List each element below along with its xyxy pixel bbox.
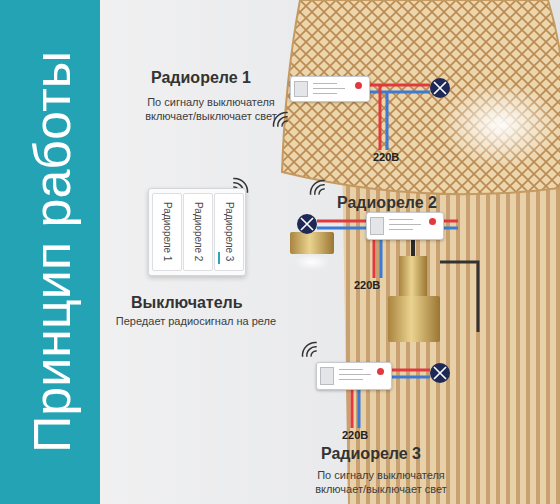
wall-light <box>290 232 334 254</box>
voltage-label: 220В <box>354 279 380 291</box>
key-indicator <box>218 252 220 264</box>
print-line <box>389 219 413 220</box>
live-wire <box>317 220 370 223</box>
neutral-wire <box>386 92 389 150</box>
wave-arc <box>299 339 316 356</box>
pendant-body <box>388 296 440 342</box>
print-line <box>313 83 337 84</box>
relay-box: Радиореле 3По сигналу выключателя включа… <box>316 362 392 390</box>
relay-box: Радиореле 1По сигналу выключателя включа… <box>290 76 370 102</box>
radio-waves <box>307 177 329 199</box>
neutral-wire <box>390 376 430 379</box>
terminal-block <box>320 367 334 385</box>
terminal-block <box>370 217 384 235</box>
lamp-symbol <box>430 78 450 98</box>
switch-description: Передает радиосигнал на реле <box>111 314 281 328</box>
print-line <box>313 88 345 89</box>
key-label: Радиореле 3 <box>224 202 235 261</box>
lamp-symbol <box>430 363 450 383</box>
switch-heading: Выключатель <box>131 294 243 312</box>
wave-arc <box>310 350 317 357</box>
lamp-circle <box>297 214 317 234</box>
radio-waves <box>299 339 321 361</box>
print-line <box>389 229 413 230</box>
lamp-cross <box>301 218 313 230</box>
terminal-block <box>294 81 308 97</box>
switch-key: Радиореле 1 <box>152 193 182 271</box>
wave-arc <box>318 188 325 195</box>
voltage-label: 220В <box>342 429 368 441</box>
print-line <box>339 374 371 375</box>
relay-heading: Радиореле 2 <box>337 194 437 212</box>
switch-key: Радиореле 2 <box>183 193 213 271</box>
lamp-cross <box>434 367 446 379</box>
wires-1 <box>370 85 430 150</box>
switch-key: Радиореле 3 <box>214 193 244 271</box>
lamp-cross <box>434 82 446 94</box>
lamp-glow <box>440 83 560 167</box>
live-wire <box>390 369 430 372</box>
vertical-title: Принцип работы <box>22 0 82 504</box>
status-led <box>355 82 362 89</box>
print-line <box>313 93 337 94</box>
status-led <box>429 218 436 225</box>
wall-light-glow <box>294 254 330 270</box>
live-wire <box>379 85 382 150</box>
print-line <box>339 369 363 370</box>
neutral-wire <box>317 227 370 230</box>
pendant-rod <box>411 240 415 258</box>
lamp-circle <box>430 363 450 383</box>
title-band <box>0 0 100 504</box>
relay-description: По сигналу выключателя включает/выключае… <box>141 95 281 123</box>
pendant-top <box>399 256 427 300</box>
relay-heading: Радиореле 3 <box>321 445 421 463</box>
lamp-circle <box>430 78 450 98</box>
wave-arc <box>281 120 288 127</box>
rattan-shade <box>282 0 560 194</box>
status-led <box>377 368 384 375</box>
relay-box: Радиореле 2 <box>366 212 444 240</box>
voltage-label: 220В <box>373 151 399 163</box>
wave-arc <box>307 177 324 194</box>
pendant-arm <box>440 262 478 332</box>
relay-description: По сигналу выключателя включает/выключае… <box>311 468 451 496</box>
switch-panel: ВыключательПередает радиосигнал на релеР… <box>148 188 246 276</box>
key-label: Радиореле 1 <box>162 202 173 261</box>
print-line <box>339 379 363 380</box>
key-label: Радиореле 2 <box>193 202 204 261</box>
relay-heading: Радиореле 1 <box>151 69 251 87</box>
lamp-symbol <box>297 214 317 234</box>
print-line <box>389 224 421 225</box>
